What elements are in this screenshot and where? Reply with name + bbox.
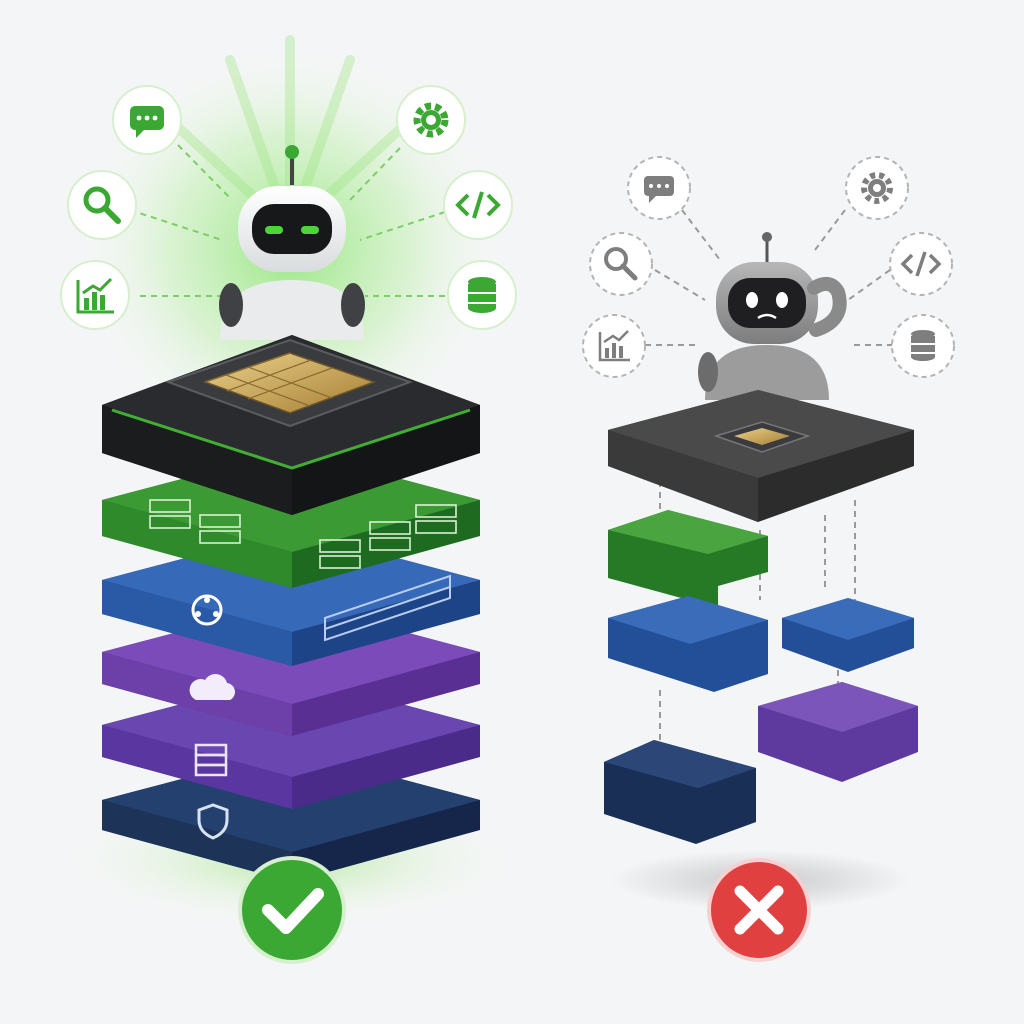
block-navy — [604, 740, 756, 844]
switch-ports — [324, 574, 451, 642]
block-green — [608, 510, 768, 608]
layer-stack — [102, 335, 480, 882]
database-icon — [891, 314, 955, 378]
confused-robot — [698, 232, 847, 400]
chip-icon — [164, 338, 413, 428]
block-base — [608, 390, 914, 522]
block-blue-left — [608, 596, 768, 692]
layer-chip — [102, 335, 480, 515]
shield-icon — [197, 803, 229, 840]
chart-icon — [582, 314, 646, 378]
gear-icon — [845, 156, 909, 220]
happy-robot — [219, 145, 365, 340]
network-icon — [191, 594, 223, 626]
cross-icon — [707, 858, 811, 962]
gear-icon — [396, 85, 466, 155]
chat-icon — [112, 85, 182, 155]
chat-icon — [627, 156, 691, 220]
code-icon — [443, 170, 513, 240]
right-panel — [582, 156, 955, 962]
storage-icon — [194, 743, 228, 777]
icon-connectors — [129, 144, 446, 297]
database-icon — [447, 260, 517, 330]
server-rack-icon — [149, 499, 457, 569]
chart-icon — [60, 260, 130, 330]
code-icon — [889, 232, 953, 296]
check-icon — [238, 856, 346, 964]
block-blue-right — [782, 598, 914, 672]
block-purple — [758, 682, 918, 782]
search-icon — [589, 232, 653, 296]
left-panel — [50, 35, 530, 964]
cloud-icon — [189, 674, 235, 700]
chip-icon — [713, 421, 811, 453]
search-icon — [67, 170, 137, 240]
